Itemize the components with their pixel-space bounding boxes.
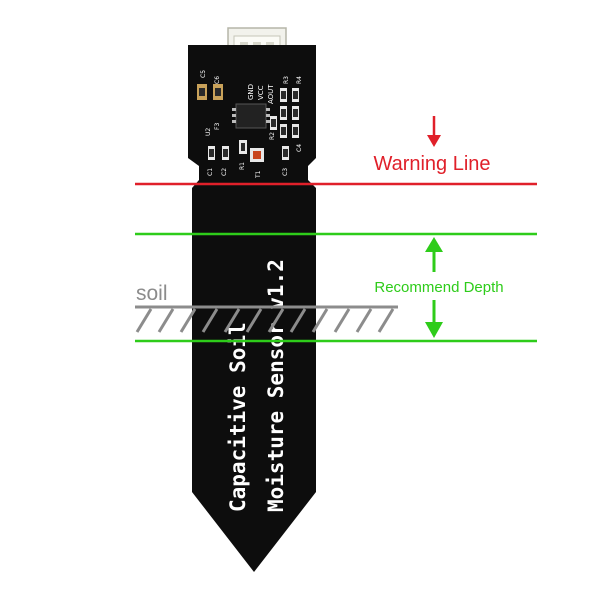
silk-r3: R3 (283, 76, 290, 84)
soil-ground-line (135, 305, 398, 333)
silk-c5: C5 (200, 70, 207, 78)
silk-c2: C2 (221, 168, 228, 176)
sensor-title-line-2: Moisture Sensor v1.2 (264, 259, 288, 512)
soil-label: soil (136, 282, 168, 305)
silk-u2: U2 (205, 128, 212, 136)
silk-c4: C4 (296, 144, 303, 152)
recommend-down-arrow-icon (425, 300, 443, 338)
warning-arrow-icon (427, 116, 441, 147)
silk-r2: R2 (269, 132, 276, 140)
silk-c3: C3 (282, 168, 289, 176)
pin-label-gnd: GND (247, 84, 255, 100)
smd-components (197, 84, 299, 162)
recommend-depth-label: Recommend Depth (374, 279, 503, 296)
warning-line-label: Warning Line (373, 153, 490, 175)
silk-t1: T1 (255, 170, 262, 179)
silk-f3: F3 (214, 123, 221, 130)
silkscreen-labels: C5 C6 U2 F3 C1 C2 R1 T1 R2 R3 R4 C3 C4 G… (200, 70, 303, 179)
pin-label-aout: AOUT (267, 84, 275, 104)
sensor-title-line-1: Capacitive Soil (226, 322, 250, 512)
silk-c1: C1 (207, 168, 214, 176)
silk-r4: R4 (296, 76, 303, 84)
silk-r1: R1 (239, 162, 246, 170)
recommend-up-arrow-icon (425, 237, 443, 272)
pin-label-vcc: VCC (257, 85, 265, 100)
silk-c6: C6 (214, 76, 221, 84)
